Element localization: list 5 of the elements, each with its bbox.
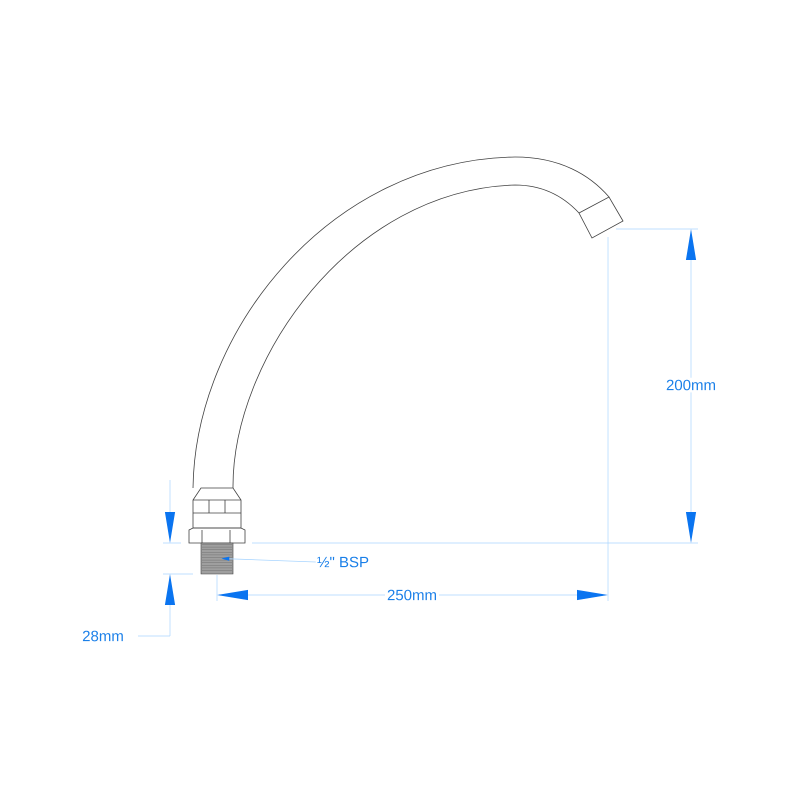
thread-label: ½" BSP — [317, 556, 368, 568]
dimension-label: 28mm — [80, 628, 126, 644]
dimension-label: 250mm — [385, 588, 440, 602]
thread-drawing — [200, 542, 234, 574]
dimension-label: 200mm — [664, 378, 718, 392]
